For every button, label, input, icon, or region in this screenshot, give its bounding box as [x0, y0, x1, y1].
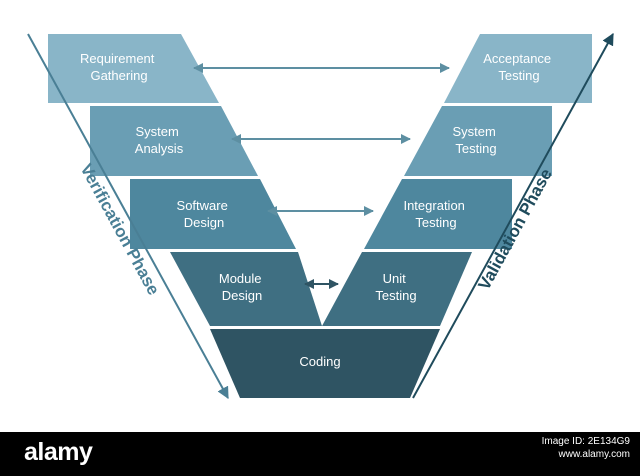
system-testing-label: System Testing [453, 124, 500, 156]
module-design-block [170, 252, 322, 326]
acceptance-testing-block [444, 34, 592, 103]
image-id-text: Image ID: 2E134G9 [541, 436, 630, 447]
acceptance-testing-label: Acceptance Testing [483, 51, 555, 83]
system-analysis-label: System Analysis [135, 124, 184, 156]
footer-bar: alamy Image ID: 2E134G9 www.alamy.com [0, 432, 640, 476]
system-testing-block [404, 106, 552, 176]
site-url-text: www.alamy.com [558, 449, 631, 460]
coding-label: Coding [299, 354, 340, 369]
system-analysis-block [90, 106, 258, 176]
software-design-block [130, 179, 296, 249]
requirement-gathering-block [48, 34, 219, 103]
requirement-gathering-label: Requirement Gathering [80, 51, 158, 83]
v-model-diagram: Requirement Gathering System Analysis So… [27, 32, 614, 400]
unit-testing-label: Unit Testing [375, 271, 416, 303]
validation-arrow [412, 32, 614, 399]
module-design-label: Module Design [219, 271, 265, 303]
unit-testing-block [322, 252, 472, 326]
integration-testing-label: Integration Testing [403, 198, 468, 230]
integration-testing-block [364, 179, 512, 249]
footer-info: Image ID: 2E134G9 www.alamy.com [470, 435, 630, 461]
coding-block [210, 329, 440, 398]
alamy-logo: alamy [24, 438, 93, 466]
software-design-label: Software Design [177, 198, 232, 230]
verification-arrow [27, 33, 229, 400]
